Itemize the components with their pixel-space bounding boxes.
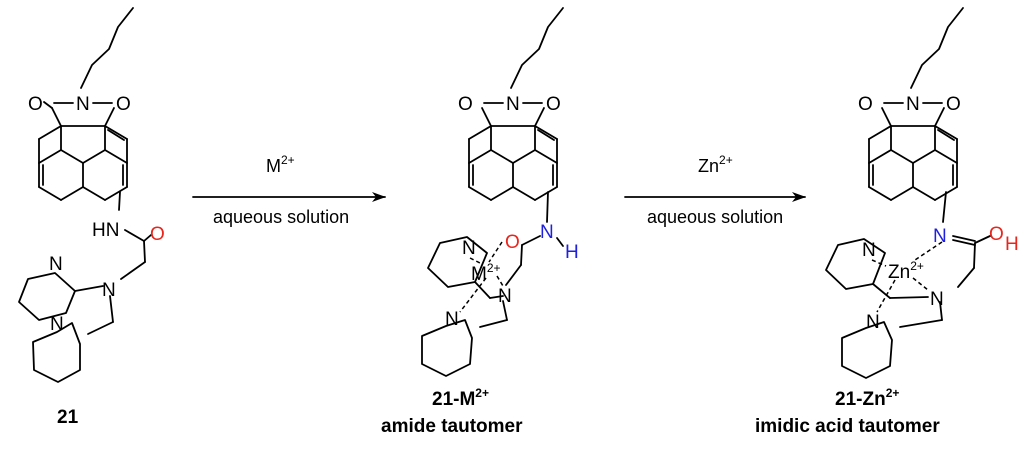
amide-nitrogen-atom: N bbox=[540, 222, 554, 243]
amine-nitrogen-atom: N bbox=[102, 280, 116, 301]
pyridine-nitrogen-atom: N bbox=[866, 312, 880, 333]
pyridine-ring-2 bbox=[32, 322, 81, 383]
pyridine-ring-1 bbox=[18, 272, 76, 321]
pyridine-nitrogen-atom: N bbox=[50, 314, 64, 335]
condition-1-label: aqueous solution bbox=[213, 207, 349, 227]
amide-oxygen-atom: O bbox=[505, 232, 520, 253]
imide-nitrogen-atom: N bbox=[76, 94, 90, 115]
oxygen-atom: O bbox=[858, 94, 873, 115]
zinc-ion-label: Zn2+ bbox=[888, 259, 924, 283]
amine-nitrogen-atom: N bbox=[498, 286, 512, 307]
compound-label-21-M: 21-M2+ bbox=[432, 386, 489, 410]
metal-ion-label: M2+ bbox=[471, 261, 501, 285]
compound-label-21-Zn: 21-Zn2+ bbox=[835, 386, 899, 410]
oxygen-atom: O bbox=[28, 94, 43, 115]
naphthalene-core-left bbox=[60, 125, 106, 164]
imine-nitrogen-atom: N bbox=[933, 226, 947, 247]
compound-description-imidic: imidic acid tautomer bbox=[755, 416, 940, 437]
butyl-chain bbox=[910, 7, 964, 89]
imide-nitrogen-atom: N bbox=[506, 94, 520, 115]
oxygen-atom: O bbox=[946, 94, 961, 115]
pyridine-ring-2 bbox=[841, 321, 893, 379]
pyridine-ring-2 bbox=[421, 319, 473, 377]
oxygen-atom: O bbox=[546, 94, 561, 115]
butyl-chain bbox=[510, 7, 564, 89]
pyridine-nitrogen-atom: N bbox=[49, 254, 63, 275]
amide-hydrogen-atom: H bbox=[565, 242, 579, 263]
oxygen-atom: O bbox=[116, 94, 131, 115]
hydroxyl-hydrogen-atom: H bbox=[1005, 234, 1019, 255]
amide-oxygen-atom: O bbox=[150, 224, 165, 245]
pyridine-nitrogen-atom: N bbox=[862, 240, 876, 261]
pyridine-nitrogen-atom: N bbox=[462, 238, 476, 259]
condition-2-label: aqueous solution bbox=[647, 207, 783, 227]
pyridine-nitrogen-atom: N bbox=[445, 309, 459, 330]
naphthalene-core-left bbox=[890, 125, 936, 164]
compound-21-structure bbox=[18, 7, 152, 383]
hydroxyl-oxygen-atom: O bbox=[989, 224, 1004, 245]
compound-21-M-structure bbox=[421, 7, 564, 377]
amide-nh-label: HN bbox=[92, 220, 119, 241]
naphthalene-core-left bbox=[490, 125, 536, 164]
amine-nitrogen-atom: N bbox=[930, 289, 944, 310]
reagent-2-label: Zn2+ bbox=[698, 153, 733, 176]
compound-label-21: 21 bbox=[57, 407, 79, 428]
compound-21-Zn-structure bbox=[825, 7, 991, 379]
imide-nitrogen-atom: N bbox=[906, 94, 920, 115]
compound-description-amide: amide tautomer bbox=[381, 416, 523, 437]
pyridine-ring-1 bbox=[825, 238, 886, 290]
butyl-chain bbox=[80, 7, 134, 89]
reagent-1-label: M2+ bbox=[266, 153, 295, 176]
oxygen-atom: O bbox=[458, 94, 473, 115]
